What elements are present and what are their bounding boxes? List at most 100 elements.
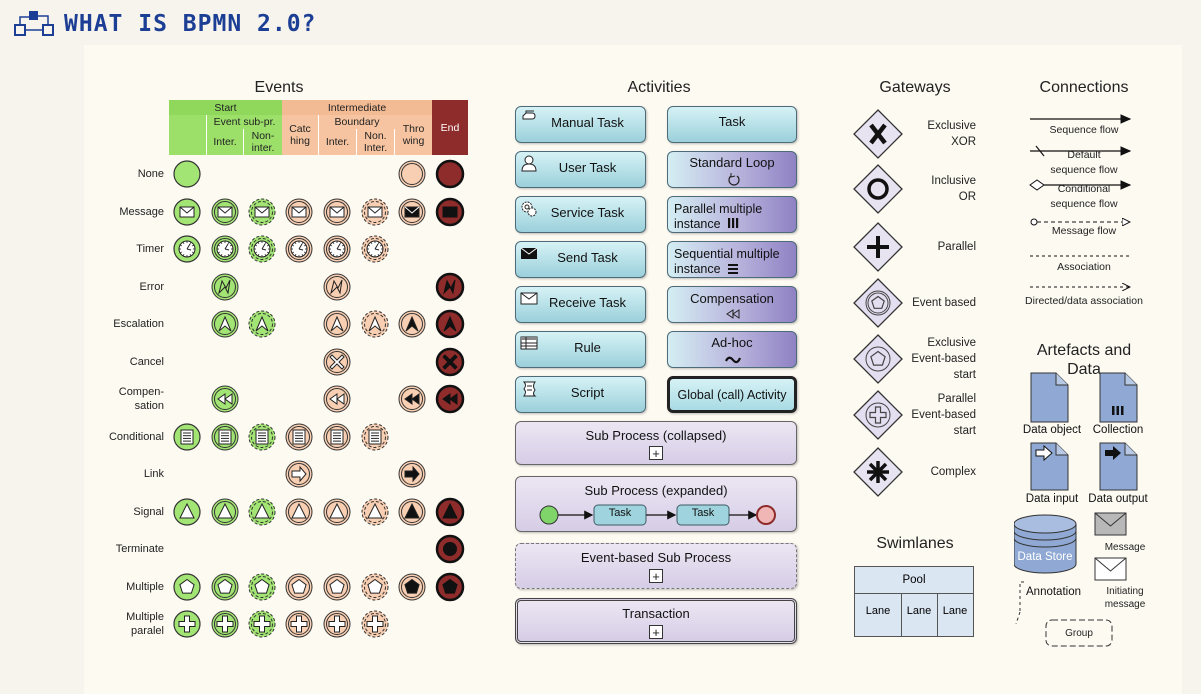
- task-ad-hoc[interactable]: Ad-hoc: [667, 331, 797, 368]
- task-script[interactable]: Script: [515, 376, 646, 413]
- event-subprocess-label: Event-based Sub Process: [580, 550, 732, 565]
- events-title: Events: [254, 79, 304, 96]
- subprocess-collapsed[interactable]: Sub Process (collapsed) +: [515, 421, 797, 465]
- event-row-label: Link: [143, 468, 164, 480]
- exclusive-event-start-gateway-icon: [853, 334, 903, 384]
- conditional-event-icon: [248, 423, 276, 450]
- compensation-event-icon: [323, 385, 351, 413]
- escalation-event-icon: [248, 310, 276, 338]
- event-row-label: Multiple: [126, 580, 164, 593]
- message-event-icon: [361, 198, 389, 225]
- boundary-inter-header: Inter.: [319, 129, 357, 155]
- envelope-filled-icon: [520, 247, 538, 259]
- task-standard-loop[interactable]: Standard Loop: [667, 151, 797, 188]
- directed-association-label: Directed/data association: [1025, 295, 1143, 307]
- conditional-flow-label: Conditional sequence flow: [1050, 183, 1118, 210]
- timer-event-icon: [211, 235, 239, 263]
- conditional-event-icon: [361, 423, 389, 450]
- default-flow-label: Default sequence flow: [1050, 149, 1118, 176]
- event-subprocess-header: Event sub-pr.: [207, 115, 282, 129]
- task-user-task[interactable]: User Task: [515, 151, 646, 188]
- task-rule[interactable]: Rule: [515, 331, 646, 368]
- compensation-icon: [726, 309, 740, 319]
- event-row-label: Signal: [133, 505, 164, 518]
- link-event-icon: [285, 460, 313, 488]
- signal-event-icon: [248, 498, 276, 525]
- task-service-task[interactable]: Service Task: [515, 196, 646, 233]
- parallel-event-icon: [211, 610, 239, 638]
- start-header: Start: [169, 100, 282, 115]
- task-label: Service Task: [550, 205, 625, 220]
- task-send-task[interactable]: Send Task: [515, 241, 646, 278]
- event-row-label: Error: [139, 280, 164, 293]
- link-event-icon: [398, 460, 426, 488]
- parallel-event-icon: [323, 610, 351, 638]
- multiple-event-icon: [211, 573, 239, 600]
- pool-label: Pool: [855, 567, 973, 594]
- envelope-icon: [520, 292, 538, 305]
- task-label: Task: [718, 114, 746, 129]
- group-label: Group: [1065, 628, 1093, 639]
- message-event-icon: [248, 198, 276, 225]
- multiple-event-icon: [398, 573, 426, 600]
- task-label: Rule: [574, 340, 601, 355]
- lane-1: Lane: [855, 594, 902, 636]
- task-manual-task[interactable]: Manual Task: [515, 106, 646, 143]
- gateway-label: Exclusive XOR: [927, 120, 976, 148]
- event-row-label: Multiple paralel: [126, 611, 164, 637]
- event-gateway-icon: [853, 278, 903, 328]
- subprocess-expanded[interactable]: Sub Process (expanded) Task Task: [515, 476, 797, 532]
- parallel-event-icon: [361, 610, 389, 638]
- message-event-icon: [435, 197, 465, 226]
- artefacts-title: Artefacts and Data: [1036, 342, 1132, 378]
- task-compensation[interactable]: Compensation: [667, 286, 797, 323]
- gateway-label: Event based: [912, 297, 976, 309]
- lane-2: Lane: [901, 594, 938, 636]
- gateway-label: Complex: [930, 466, 976, 478]
- data-store-label: Data Store: [1017, 551, 1073, 563]
- task-label: Script: [570, 385, 605, 400]
- task-label: Sequential multiple instance: [674, 247, 780, 276]
- lane-3: Lane: [942, 605, 968, 617]
- task-parallel-multiple-instance[interactable]: Parallel multiple instance: [667, 196, 797, 233]
- task-label: Global (call) Activity: [677, 388, 787, 402]
- connection-lines: [1029, 114, 1132, 310]
- event-subprocess[interactable]: Event-based Sub Process +: [515, 543, 797, 589]
- none-event-icon: [173, 160, 201, 188]
- terminate-event-icon: [435, 534, 465, 564]
- user-icon: [521, 155, 537, 172]
- event-row-label: Compen- sation: [118, 386, 164, 412]
- pool: Pool Lane Lane Lane: [854, 566, 974, 637]
- task-sequential-multiple-instance[interactable]: Sequential multiple instance: [667, 241, 797, 278]
- task-label: Send Task: [557, 250, 618, 265]
- page-title: WHAT IS BPMN 2.0?: [64, 11, 317, 37]
- boundary-noninter-header: Non. Inter.: [357, 129, 395, 155]
- transaction-label: Transaction: [622, 606, 690, 621]
- event-row-label: Timer: [136, 243, 164, 255]
- script-icon: [522, 381, 537, 397]
- end-header: End: [432, 100, 468, 155]
- start-noninter-header: Non- inter.: [244, 129, 282, 155]
- timer-event-icon: [248, 235, 276, 263]
- start-inter-header: Inter.: [207, 129, 244, 155]
- transaction-plus-icon: +: [649, 625, 663, 639]
- none-event-icon: [435, 159, 465, 189]
- transaction[interactable]: Transaction +: [515, 598, 797, 644]
- signal-event-icon: [361, 498, 389, 525]
- task-global-call-activity[interactable]: Global (call) Activity: [667, 376, 797, 413]
- task-label: Manual Task: [551, 115, 624, 130]
- expanded-task-1: Task: [608, 507, 632, 519]
- task-task[interactable]: Task: [667, 106, 797, 143]
- task-receive-task[interactable]: Receive Task: [515, 286, 646, 323]
- escalation-event-icon: [398, 310, 426, 338]
- exclusive-gateway-icon: [853, 109, 903, 159]
- message-flow-label: Message flow: [1051, 225, 1117, 237]
- timer-event-icon: [323, 235, 351, 263]
- signal-event-icon: [173, 497, 201, 526]
- message-label: Message: [1104, 542, 1146, 553]
- message-event-icon: [285, 198, 313, 225]
- event-row-label: Escalation: [113, 318, 164, 330]
- gateway-label: Exclusive Event-based start: [911, 337, 976, 381]
- boundary-header: Boundary: [319, 115, 395, 129]
- parallel-event-icon: [173, 610, 201, 638]
